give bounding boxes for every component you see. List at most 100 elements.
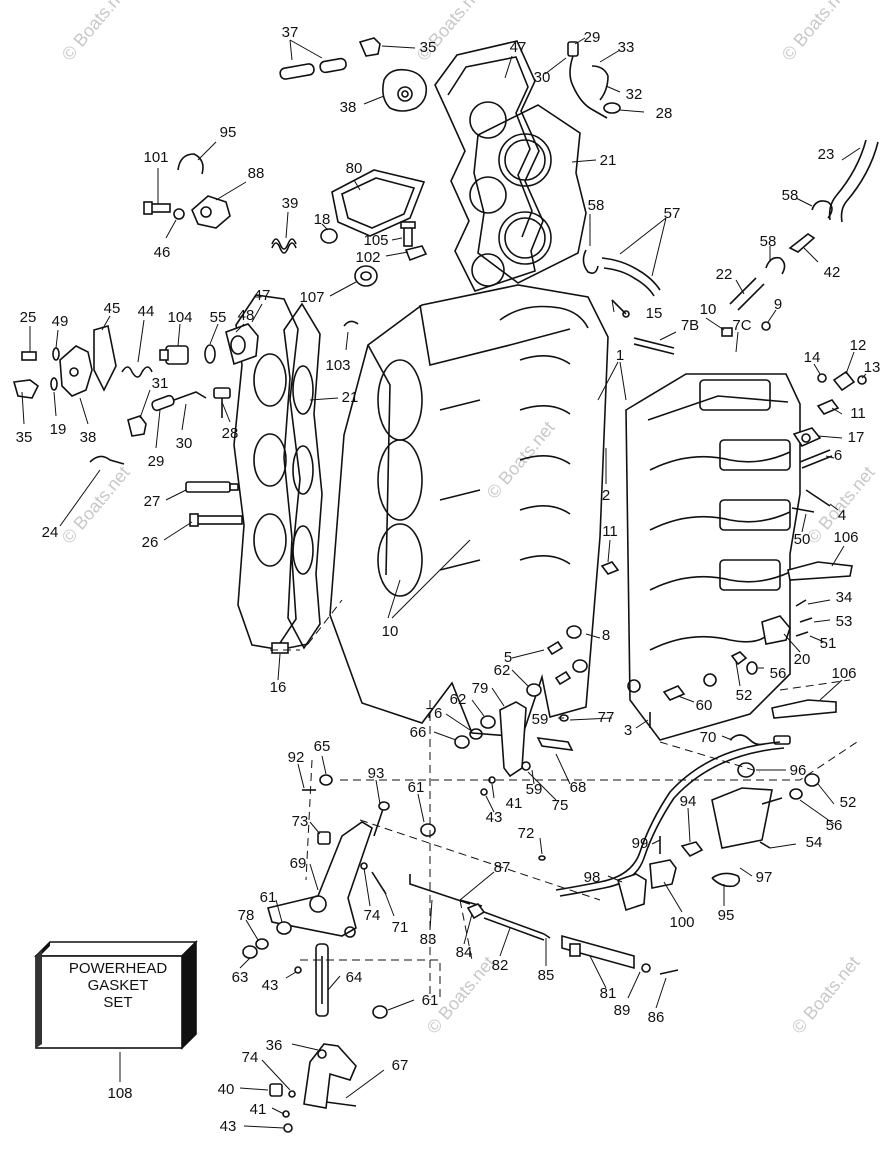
pin-part-50 (791, 507, 815, 513)
callout-number: 29 (148, 453, 165, 470)
callout-number: 98 (584, 869, 601, 886)
callout-number: 40 (218, 1081, 235, 1098)
callout-number: 13 (864, 359, 881, 376)
callout-number: 22 (716, 266, 733, 283)
callout-number: 66 (410, 724, 427, 741)
callout-number: 24 (42, 524, 59, 541)
callout-number: 61 (260, 889, 277, 906)
clip-part-102 (404, 245, 428, 262)
callout-number: 100 (669, 914, 694, 931)
head-gasket-upper-part-21 (473, 104, 587, 284)
fitting-part-42 (788, 233, 816, 253)
wire-harness (555, 741, 785, 897)
watermark: © Boats.net (788, 952, 864, 1037)
seal-part-107 (354, 265, 378, 287)
callout-number: 11 (602, 523, 618, 540)
callout-number: 104 (167, 309, 192, 326)
lever-part-36 (303, 1043, 357, 1109)
callout-number: 73 (292, 813, 309, 830)
callout-number: 31 (152, 375, 169, 392)
callout-number: 74 (242, 1049, 259, 1066)
washer-part-56a (746, 661, 758, 675)
bolt-part-16 (271, 642, 309, 654)
block-part-20 (761, 615, 791, 645)
callout-number: 59 (532, 711, 549, 728)
box-callout: 108 (107, 1085, 132, 1102)
callout-number: 62 (494, 662, 511, 679)
rod-part-87 (409, 874, 471, 905)
callout-number: 47 (254, 287, 271, 304)
spring-part-39 (271, 238, 297, 254)
fitting-part-35 (358, 37, 381, 57)
callout-number: 25 (20, 309, 37, 326)
callout-number: 105 (363, 232, 388, 249)
callout-number: 30 (176, 435, 193, 452)
thermostat-cover-part-38 (382, 68, 428, 112)
callout-number: 26 (142, 534, 159, 551)
callout-number: 23 (818, 146, 835, 163)
clamp-part-58b (582, 249, 599, 274)
callout-number: 80 (346, 160, 363, 177)
callout-number: 9 (774, 296, 782, 313)
callout-number: 14 (804, 349, 821, 366)
nut-part-43c (283, 1123, 293, 1133)
cover-part-38 (59, 345, 93, 397)
callout-number: 46 (154, 244, 171, 261)
fitting-part-60 (662, 685, 686, 701)
callout-number: 87 (494, 859, 511, 876)
callout-number: 57 (664, 205, 681, 222)
hose-part-23 (828, 139, 879, 223)
box-label-line-3: SET (103, 994, 132, 1011)
stud-part-7b (633, 337, 675, 355)
callout-number: 17 (848, 429, 865, 446)
callout-number: 8 (602, 627, 610, 644)
callout-number: 21 (342, 389, 359, 406)
housing-part-48 (225, 323, 259, 366)
callout-number: 59 (526, 781, 543, 798)
sensor-part-88 (191, 195, 231, 229)
callout-number: 96 (790, 762, 807, 779)
callout-number: 6 (834, 447, 842, 464)
callout-number: 43 (486, 809, 503, 826)
callout-number: 38 (80, 429, 97, 446)
callout-number: 29 (584, 29, 601, 46)
washer-part-89 (641, 963, 651, 973)
callout-number: 64 (346, 969, 363, 986)
washer-part-72 (538, 855, 546, 861)
sensor-part-29b (151, 391, 207, 412)
fitting-part-12 (832, 370, 856, 392)
callout-number: 44 (138, 303, 155, 320)
callout-number: 88 (248, 165, 265, 182)
callout-number: 74 (364, 907, 381, 924)
callout-number: 52 (840, 794, 857, 811)
callout-number: 48 (238, 307, 255, 324)
head-gasket-left-part-21 (283, 302, 323, 650)
nut-part-52b (804, 773, 820, 787)
callout-number: 56 (826, 817, 843, 834)
callout-number: 42 (824, 264, 841, 281)
callout-number: 56 (770, 665, 787, 682)
callout-number: 53 (836, 613, 853, 630)
callout-number: 72 (518, 825, 535, 842)
clip-part-70 (729, 734, 791, 746)
callout-number: 37 (282, 24, 299, 41)
powerhead-gasket-set-box: POWERHEAD GASKET SET 108 (34, 940, 198, 1102)
cylinder-head-left-part-47 (233, 294, 301, 650)
bolt-part-26 (189, 513, 243, 527)
callout-number: 103 (325, 357, 350, 374)
callout-numbers: 37 35 47 29 33 30 32 28 38 95 101 88 80 … (16, 24, 881, 1135)
screw-part-53 (799, 617, 813, 623)
callout-number: 97 (756, 869, 773, 886)
nut-part-61b (276, 921, 292, 935)
oring-part-13 (857, 375, 867, 385)
callout-number: 7B (681, 317, 699, 334)
nut-part-43a (480, 788, 488, 796)
callout-number: 51 (820, 635, 837, 652)
fitting-part-15 (611, 299, 630, 318)
oring-part-19 (50, 377, 58, 391)
callout-number: 10 (700, 301, 717, 318)
callout-number: 76 (426, 705, 443, 722)
callout-number: 89 (614, 1002, 631, 1019)
alignment-lines (270, 599, 861, 1000)
bolt-part-93 (373, 801, 390, 837)
